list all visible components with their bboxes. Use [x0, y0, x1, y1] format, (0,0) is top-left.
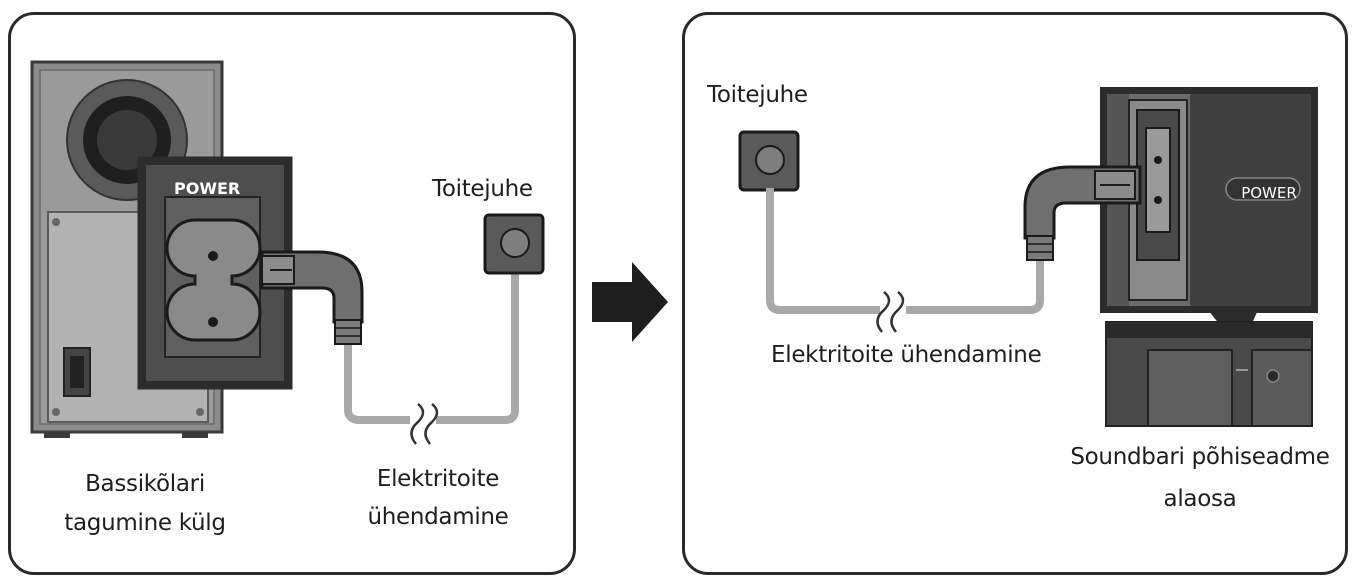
- power-port-callout-right: [1023, 87, 1318, 350]
- wall-outlet-right: [738, 130, 800, 192]
- arrow-right-icon: [592, 262, 668, 342]
- device-label-right-line1: Soundbari põhiseadme: [1070, 444, 1330, 470]
- outlet-label-left: Toitejuhe: [432, 176, 533, 202]
- power-port-callout-left: [137, 156, 293, 390]
- power-port-label-left: POWER: [174, 179, 241, 198]
- cable-label-right: Elektritoite ühendamine: [771, 342, 1042, 368]
- power-cable-left: [260, 250, 519, 445]
- device-label-left-line2: tagumine külg: [64, 510, 226, 536]
- wall-outlet-left: [483, 213, 545, 275]
- soundbar-bottom: [1105, 321, 1313, 427]
- cable-label-left-line1: Elektritoite: [376, 466, 500, 492]
- device-label-right-line2: alaosa: [1163, 486, 1237, 512]
- device-label-left-line1: Bassikõlari: [85, 471, 205, 497]
- power-cable-right: [766, 188, 1044, 333]
- outlet-label-right: Toitejuhe: [707, 82, 808, 108]
- power-port-label-right: POWER: [1241, 184, 1297, 202]
- cable-label-left-line2: ühendamine: [367, 504, 509, 530]
